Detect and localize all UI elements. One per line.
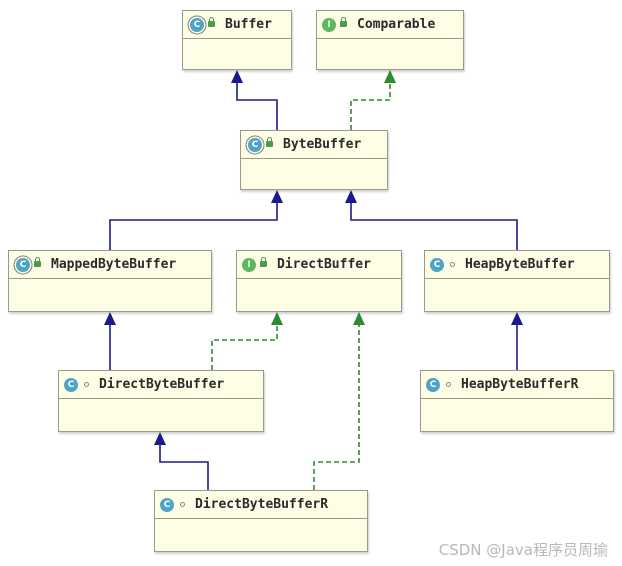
- class-name: HeapByteBuffer: [465, 257, 575, 272]
- public-lock-icon: [266, 137, 273, 148]
- arrowhead: [154, 432, 166, 445]
- edge-mappedbytebuffer-to-bytebuffer: [109, 190, 283, 250]
- arrowhead: [231, 70, 243, 83]
- arrowhead: [104, 312, 116, 325]
- interface-node-direct-buffer[interactable]: I DirectBuffer: [236, 250, 402, 312]
- class-node-heap-byte-buffer-r[interactable]: C HeapByteBufferR: [420, 370, 614, 432]
- edge-directbytebufferr-to-directbuffer: [313, 312, 365, 490]
- arrowhead: [353, 312, 365, 325]
- arrowhead: [271, 312, 283, 325]
- edge-heapbytebufferr-to-heapbytebuffer: [511, 312, 523, 370]
- class-node-direct-byte-buffer-r[interactable]: C DirectByteBufferR: [154, 490, 368, 552]
- interface-icon: I: [242, 257, 256, 272]
- package-private-icon: [84, 382, 89, 387]
- connector-line: [211, 324, 278, 370]
- class-icon: C: [430, 257, 444, 272]
- public-lock-icon: [208, 17, 215, 28]
- edge-directbytebuffer-to-mapped: [104, 312, 116, 370]
- edge-heapbytebuffer-to-bytebuffer: [345, 190, 518, 250]
- csdn-watermark: CSDN @Java程序员周瑜: [438, 541, 608, 559]
- connector-line: [159, 444, 209, 490]
- connector-line: [350, 202, 518, 250]
- class-node-buffer[interactable]: C Buffer: [182, 10, 292, 70]
- abstract-class-icon: C: [16, 257, 30, 272]
- edge-bytebuffer-to-comparable: [350, 70, 396, 130]
- class-icon: C: [64, 377, 78, 392]
- public-lock-icon: [340, 17, 347, 28]
- edge-bytebuffer-to-buffer: [231, 70, 278, 130]
- class-name: HeapByteBufferR: [461, 377, 579, 392]
- abstract-class-icon: C: [190, 17, 204, 32]
- arrowhead: [384, 70, 396, 83]
- class-node-mapped-byte-buffer[interactable]: C MappedByteBuffer: [8, 250, 212, 312]
- class-name: DirectByteBufferR: [195, 497, 329, 512]
- interface-node-comparable[interactable]: I Comparable: [316, 10, 464, 70]
- class-name: Buffer: [225, 17, 272, 32]
- public-lock-icon: [34, 257, 41, 268]
- public-lock-icon: [260, 257, 267, 268]
- abstract-class-icon: C: [248, 137, 262, 152]
- class-node-byte-buffer[interactable]: C ByteBuffer: [240, 130, 388, 190]
- interface-name: DirectBuffer: [277, 257, 371, 272]
- connector-line: [109, 202, 278, 250]
- class-name: DirectByteBuffer: [99, 377, 225, 392]
- class-icon: C: [426, 377, 440, 392]
- interface-icon: I: [322, 17, 336, 32]
- class-name: MappedByteBuffer: [51, 257, 177, 272]
- class-icon: C: [160, 497, 174, 512]
- package-private-icon: [180, 502, 185, 507]
- arrowhead: [345, 190, 357, 203]
- arrowhead: [511, 312, 523, 325]
- class-node-heap-byte-buffer[interactable]: C HeapByteBuffer: [424, 250, 610, 312]
- package-private-icon: [450, 262, 455, 267]
- edge-directbytebuffer-to-directbuffer: [211, 312, 283, 370]
- connector-line: [313, 324, 360, 490]
- connector-line: [236, 82, 278, 130]
- class-name: ByteBuffer: [283, 137, 362, 152]
- arrowhead: [271, 190, 283, 203]
- interface-name: Comparable: [357, 17, 436, 32]
- connector-line: [350, 82, 391, 130]
- edge-directbytebufferr-to-directbytebuffer: [154, 432, 209, 490]
- package-private-icon: [446, 382, 451, 387]
- class-node-direct-byte-buffer[interactable]: C DirectByteBuffer: [58, 370, 264, 432]
